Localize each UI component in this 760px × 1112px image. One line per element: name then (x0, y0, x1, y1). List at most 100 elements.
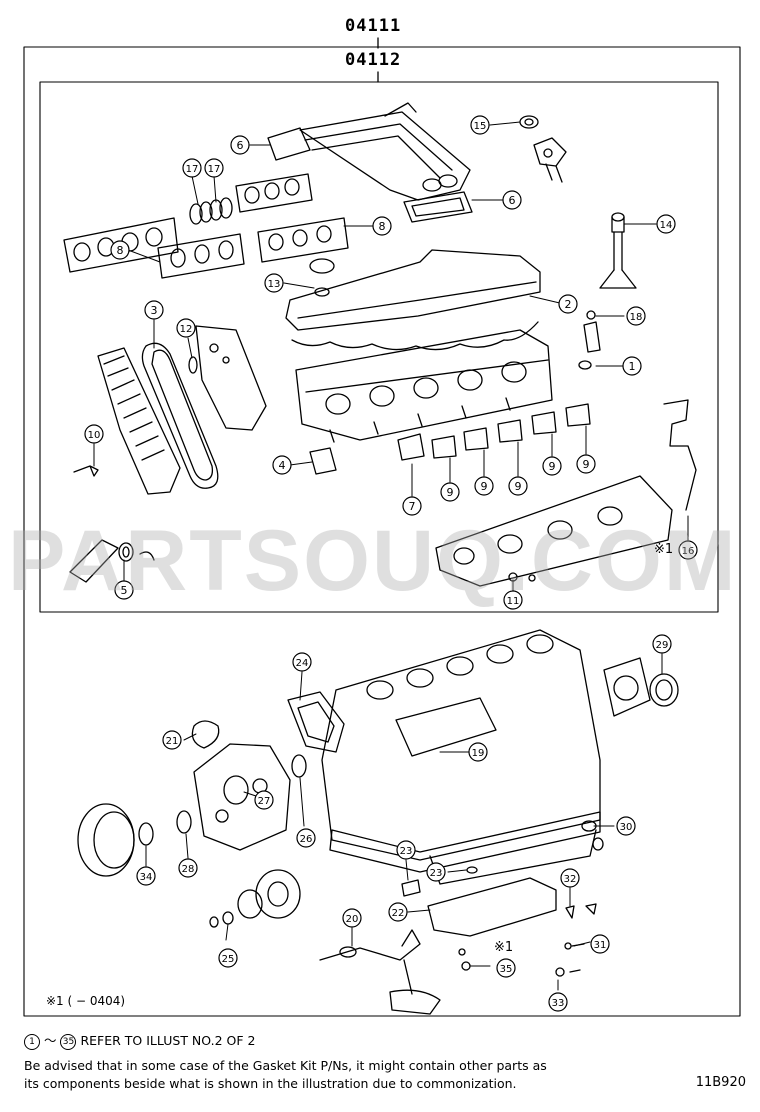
refer-text: REFER TO ILLUST NO.2 OF 2 (80, 1033, 256, 1048)
callout-8[interactable]: 8 (110, 240, 130, 260)
callout-13[interactable]: 13 (264, 273, 284, 293)
callout-label: 1 (629, 360, 636, 373)
callout-9[interactable]: 9 (474, 476, 494, 496)
outer-frame (23, 37, 741, 1017)
callout-9[interactable]: 9 (542, 456, 562, 476)
callout-30[interactable]: 30 (616, 816, 636, 836)
advisory-note: Be advised that in some case of the Gask… (24, 1057, 664, 1093)
callout-31[interactable]: 31 (590, 934, 610, 954)
callout-33[interactable]: 33 (548, 992, 568, 1012)
callout-16[interactable]: 16 (678, 540, 698, 560)
callout-label: 12 (180, 324, 193, 335)
callout-9[interactable]: 9 (576, 454, 596, 474)
callout-27[interactable]: 27 (254, 790, 274, 810)
water-pipe-left (69, 539, 155, 583)
callout-label: 20 (346, 914, 359, 925)
callout-label: 24 (296, 658, 309, 669)
callout-22[interactable]: 22 (388, 902, 408, 922)
callout-label: 30 (620, 822, 633, 833)
callout-20[interactable]: 20 (342, 908, 362, 928)
water-pump-gasket (287, 691, 345, 753)
callout-label: 8 (379, 220, 386, 233)
lower-intake-manifold (401, 866, 557, 971)
callout-14[interactable]: 14 (656, 214, 676, 234)
rear-seal-retainer (603, 657, 679, 717)
callout-15[interactable]: 15 (470, 115, 490, 135)
callout-5[interactable]: 5 (114, 580, 134, 600)
advisory-line-2: its components beside what is shown in t… (24, 1076, 517, 1091)
callout-1[interactable]: 1 (622, 356, 642, 376)
applicability-footnote: ※1 ( − 0404) (46, 994, 126, 1008)
callout-17[interactable]: 17 (182, 158, 202, 178)
crank-pulley (77, 803, 192, 877)
callout-label: 33 (552, 998, 565, 1009)
callout-21[interactable]: 21 (162, 730, 182, 750)
timing-cover (97, 325, 267, 495)
callout-label: 10 (88, 430, 101, 441)
callout-12[interactable]: 12 (176, 318, 196, 338)
callout-18[interactable]: 18 (626, 306, 646, 326)
callout-35[interactable]: 35 (496, 958, 516, 978)
kit-number-04112[interactable]: 04112 (345, 50, 402, 70)
valve (578, 212, 637, 370)
callout-label: 11 (507, 596, 520, 607)
callout-label: 9 (549, 460, 556, 473)
manifold-gaskets (63, 173, 349, 279)
callout-24[interactable]: 24 (292, 652, 312, 672)
callout-9[interactable]: 9 (440, 482, 460, 502)
callout-23[interactable]: 23 (396, 840, 416, 860)
callout-label: 15 (474, 121, 487, 132)
callout-6[interactable]: 6 (230, 135, 250, 155)
kit-number-04111[interactable]: 04111 (345, 16, 402, 36)
callout-label: 9 (481, 480, 488, 493)
callout-label: 34 (140, 872, 153, 883)
callout-label: 3 (151, 304, 158, 317)
callout-label: 17 (208, 164, 221, 175)
callout-label: 7 (409, 500, 416, 513)
callout-label: 17 (186, 164, 199, 175)
callout-7[interactable]: 7 (402, 496, 422, 516)
callout-25[interactable]: 25 (218, 948, 238, 968)
callout-17[interactable]: 17 (204, 158, 224, 178)
callout-label: 23 (400, 846, 413, 857)
marker-16: ※1 (654, 542, 674, 557)
bolt-10 (73, 465, 99, 477)
callout-32[interactable]: 32 (560, 868, 580, 888)
callout-label: 21 (166, 736, 179, 747)
timing-gear (209, 869, 301, 928)
cylinder-head (295, 329, 553, 443)
callout-label: 14 (660, 220, 673, 231)
callout-6[interactable]: 6 (502, 190, 522, 210)
small-parts-right (555, 820, 604, 977)
callout-11[interactable]: 11 (503, 590, 523, 610)
spark-plug-tube-seals (309, 403, 591, 475)
callout-10[interactable]: 10 (84, 424, 104, 444)
callout-34[interactable]: 34 (136, 866, 156, 886)
callout-28[interactable]: 28 (178, 858, 198, 878)
callout-26[interactable]: 26 (296, 828, 316, 848)
marker-35: ※1 (494, 940, 514, 955)
intake-manifold-drawing (267, 102, 473, 223)
callout-label: 18 (630, 312, 643, 323)
callout-label: 5 (121, 584, 128, 597)
callout-4[interactable]: 4 (272, 455, 292, 475)
range-start-circle: 1 (24, 1033, 40, 1050)
callout-label: 9 (583, 458, 590, 471)
figure-code: 11B920 (695, 1075, 746, 1090)
refer-note: 1 ～ 35 REFER TO ILLUST NO.2 OF 2 (24, 1030, 255, 1050)
callout-label: 27 (258, 796, 271, 807)
callout-29[interactable]: 29 (652, 634, 672, 654)
range-separator: ～ (43, 1033, 57, 1048)
callout-8[interactable]: 8 (372, 216, 392, 236)
callout-label: 4 (279, 459, 286, 472)
callout-9[interactable]: 9 (508, 476, 528, 496)
callout-label: 32 (564, 874, 577, 885)
callout-19[interactable]: 19 (468, 742, 488, 762)
leader-lines (93, 121, 689, 991)
callout-3[interactable]: 3 (144, 300, 164, 320)
callout-2[interactable]: 2 (558, 294, 578, 314)
callout-23[interactable]: 23 (426, 862, 446, 882)
callout-label: 25 (222, 954, 235, 965)
